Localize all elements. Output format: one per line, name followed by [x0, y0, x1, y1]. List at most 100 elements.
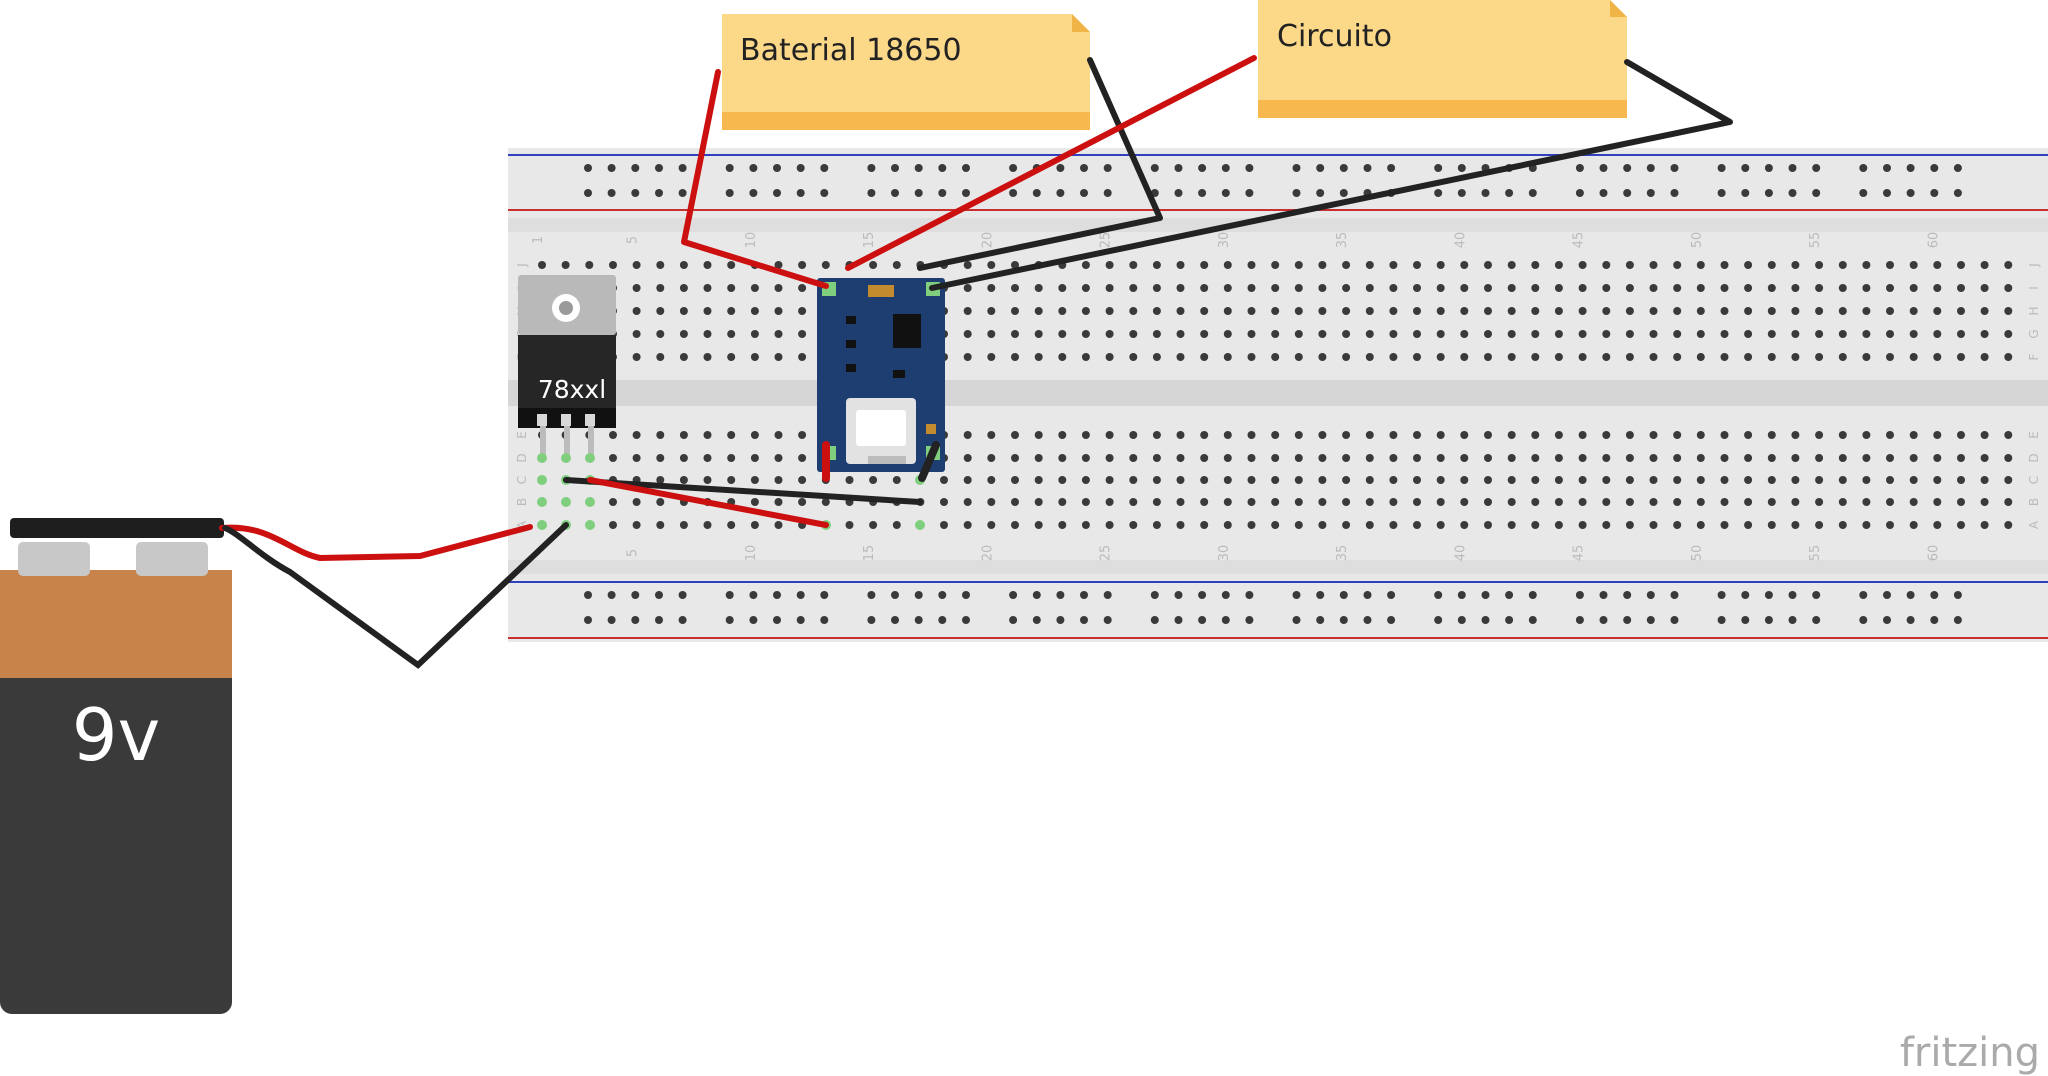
breadboard-hole: [1200, 498, 1209, 506]
connected-hole: [585, 497, 595, 507]
breadboard-hole: [632, 454, 641, 462]
breadboard-hole: [750, 353, 759, 361]
breadboard-hole: [1292, 164, 1301, 172]
breadboard-hole: [1741, 189, 1750, 197]
breadboard-hole: [1673, 498, 1682, 506]
breadboard-hole: [1980, 521, 1989, 529]
breadboard-hole: [820, 189, 829, 197]
column-number: 20: [980, 545, 995, 562]
breadboard-hole: [1271, 284, 1280, 292]
breadboard-hole: [914, 189, 923, 197]
breadboard-hole: [679, 431, 688, 439]
breadboard-hole: [1271, 261, 1280, 269]
breadboard-hole: [1788, 591, 1797, 599]
breadboard-hole: [1318, 284, 1327, 292]
breadboard-hole: [1767, 431, 1776, 439]
breadboard-hole: [749, 189, 758, 197]
note-baterial-corner: [1072, 14, 1090, 32]
breadboard-hole: [1436, 498, 1445, 506]
breadboard-hole: [1980, 284, 1989, 292]
breadboard-hole: [1528, 189, 1537, 197]
breadboard-hole: [914, 591, 923, 599]
charger-chip: [893, 314, 921, 348]
breadboard-hole: [1625, 521, 1634, 529]
breadboard-hole: [1058, 353, 1067, 361]
charger-smd-1: [846, 364, 856, 372]
breadboard-hole: [655, 164, 663, 172]
breadboard-hole: [1484, 476, 1492, 484]
breadboard-hole: [656, 454, 665, 462]
charger-smd-2: [893, 370, 905, 378]
breadboard-hole: [796, 616, 805, 624]
column-number: 25: [1099, 232, 1114, 249]
breadboard-hole: [1413, 284, 1421, 292]
breadboard-hole: [1788, 189, 1797, 197]
breadboard-hole: [1460, 454, 1469, 462]
breadboard-hole: [1484, 498, 1492, 506]
breadboard-hole: [892, 521, 901, 529]
breadboard-hole: [1625, 261, 1634, 269]
battery-label: 9v: [72, 693, 160, 777]
breadboard-hole: [1389, 454, 1398, 462]
breadboard-hole: [1413, 521, 1421, 529]
regulator-leg-2: [564, 426, 570, 456]
breadboard-hole: [655, 591, 663, 599]
breadboard-hole: [1481, 616, 1490, 624]
breadboard-hole: [1696, 330, 1705, 338]
breadboard-hole: [1767, 521, 1776, 529]
breadboard-hole: [845, 521, 854, 529]
breadboard-hole: [1862, 307, 1871, 315]
breadboard-hole: [1389, 330, 1398, 338]
breadboard-hole: [655, 616, 663, 624]
breadboard-hole: [656, 261, 665, 269]
breadboard-hole: [631, 616, 640, 624]
breadboard-hole: [1767, 476, 1776, 484]
breadboard-hole: [1247, 307, 1256, 315]
usb-port-pins: [868, 456, 906, 464]
connected-hole: [537, 475, 547, 485]
breadboard-hole: [1744, 330, 1753, 338]
breadboard-hole: [1906, 616, 1915, 624]
breadboard-hole: [1365, 330, 1374, 338]
breadboard-hole: [1221, 164, 1230, 172]
breadboard-hole: [1292, 616, 1301, 624]
note-circuito-text: Circuito: [1277, 19, 1392, 54]
breadboard-hole: [1767, 353, 1776, 361]
breadboard-hole: [1058, 284, 1067, 292]
breadboard-hole: [1223, 261, 1232, 269]
breadboard-hole: [632, 498, 641, 506]
breadboard-hole: [1271, 330, 1280, 338]
breadboard-hole: [1578, 454, 1587, 462]
breadboard-hole: [1862, 454, 1871, 462]
note-circuito: Circuito: [1258, 0, 1627, 118]
breadboard-hole: [727, 284, 736, 292]
connected-hole: [585, 520, 595, 530]
breadboard-hole: [1034, 353, 1043, 361]
wire-circuito-positive: [845, 55, 1257, 271]
breadboard-hole: [656, 284, 665, 292]
breadboard-hole: [1953, 164, 1962, 172]
breadboard-hole: [987, 307, 996, 315]
breadboard-hole: [798, 353, 807, 361]
breadboard-hole: [1815, 307, 1824, 315]
breadboard-hole: [940, 476, 948, 484]
breadboard-hole: [1741, 164, 1750, 172]
breadboard-hole: [727, 476, 736, 484]
usb-port-opening: [856, 410, 906, 446]
breadboard-hole: [1223, 498, 1232, 506]
column-number: 5: [626, 236, 641, 244]
breadboard-hole: [1599, 616, 1608, 624]
breadboard-hole: [678, 591, 687, 599]
breadboard-hole: [679, 454, 688, 462]
breadboard-hole: [703, 307, 712, 315]
breadboard-hole: [631, 189, 640, 197]
breadboard-hole: [1176, 307, 1185, 315]
breadboard-hole: [1481, 591, 1490, 599]
breadboard-hole: [727, 431, 736, 439]
breadboard-hole: [1554, 498, 1563, 506]
breadboard-hole: [914, 164, 923, 172]
breadboard-hole: [1294, 330, 1303, 338]
breadboard-hole: [1838, 521, 1847, 529]
breadboard-hole: [1034, 284, 1043, 292]
breadboard-hole: [1649, 454, 1658, 462]
